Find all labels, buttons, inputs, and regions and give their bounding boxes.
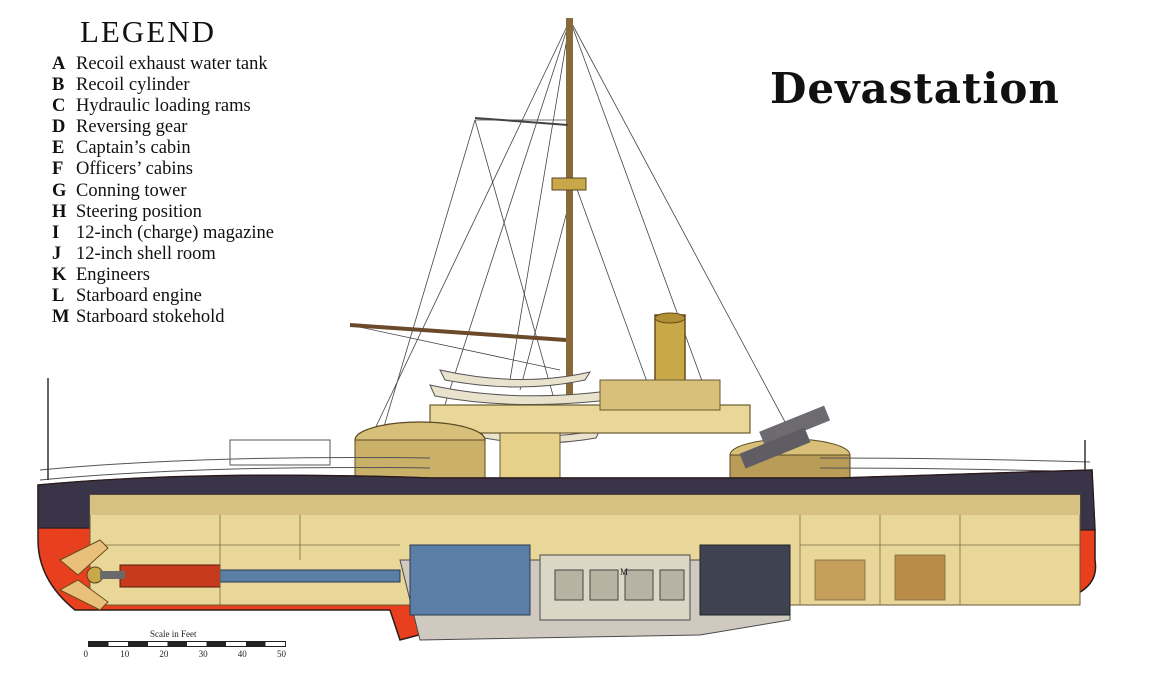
legend-text: Captain’s cabin: [76, 138, 191, 159]
legend-letter: K: [52, 264, 67, 285]
superstructure: [429, 379, 751, 484]
legend-item: B Recoil cylinder: [52, 75, 352, 96]
m-marker-label: M: [620, 567, 628, 577]
legend-item: D Reversing gear: [52, 117, 352, 138]
legend-text: Engineers: [76, 264, 150, 285]
legend-text: Starboard engine: [76, 286, 202, 307]
legend-item: L Starboard engine: [52, 286, 352, 307]
legend-item: C Hydraulic loading rams: [52, 96, 352, 117]
legend-letter: C: [52, 96, 66, 117]
legend-text: Recoil exhaust water tank: [76, 54, 268, 74]
legend-text: Steering position: [76, 201, 202, 222]
legend-letter: G: [52, 180, 67, 201]
legend-letter: L: [52, 286, 65, 307]
legend-letter: D: [52, 117, 66, 138]
scale-bar-graphic: [88, 641, 286, 647]
deck-railing: [39, 439, 1091, 481]
legend-text: 12-inch shell room: [76, 243, 216, 264]
scale-label: Scale in Feet: [150, 629, 197, 639]
scale-tick-label: 40: [237, 649, 247, 659]
legend-text: Hydraulic loading rams: [76, 96, 251, 117]
legend-item: M Starboard stokehold: [52, 307, 352, 328]
scale-tick-label: 50: [277, 649, 286, 659]
scale-tick-label: 30: [198, 649, 208, 659]
legend-item: J 12-inch shell room: [52, 244, 352, 265]
propeller: [58, 539, 125, 611]
compartments: [90, 515, 1080, 605]
ship-title: Devastation: [770, 64, 1060, 113]
legend-letter: I: [52, 222, 60, 243]
staffs: [47, 378, 1086, 480]
legend-item: K Engineers: [52, 265, 352, 286]
rigging: [349, 19, 801, 461]
legend-text: Starboard stokehold: [76, 307, 225, 328]
legend-letter: E: [52, 138, 65, 159]
legend-text: Officers’ cabins: [76, 159, 193, 180]
legend-letter: J: [52, 243, 62, 264]
legend-letter: A: [52, 54, 66, 74]
legend-item: A Recoil exhaust water tank: [52, 54, 352, 75]
legend-item: H Steering position: [52, 202, 352, 223]
legend-item: I 12-inch (charge) magazine: [52, 223, 352, 244]
legend-text: Conning tower: [76, 180, 187, 201]
legend-text: Reversing gear: [76, 117, 188, 138]
legend-item: F Officers’ cabins: [52, 159, 352, 180]
legend-heading: LEGEND: [80, 14, 216, 49]
legend-item: G Conning tower: [52, 181, 352, 202]
legend-text: 12-inch (charge) magazine: [76, 222, 274, 243]
scale-tick-label: 10: [120, 649, 130, 659]
scale-tick-label: 0: [83, 649, 89, 659]
scale-tick-label: 20: [159, 649, 169, 659]
legend-item: E Captain’s cabin: [52, 138, 352, 159]
legend-letter: H: [52, 201, 67, 222]
legend-letter: F: [52, 159, 64, 180]
legend-text: Recoil cylinder: [76, 75, 190, 96]
machinery: M: [119, 544, 791, 621]
mast: [349, 18, 587, 398]
legend-letter: M: [52, 307, 70, 328]
legend-letter: B: [52, 75, 65, 96]
